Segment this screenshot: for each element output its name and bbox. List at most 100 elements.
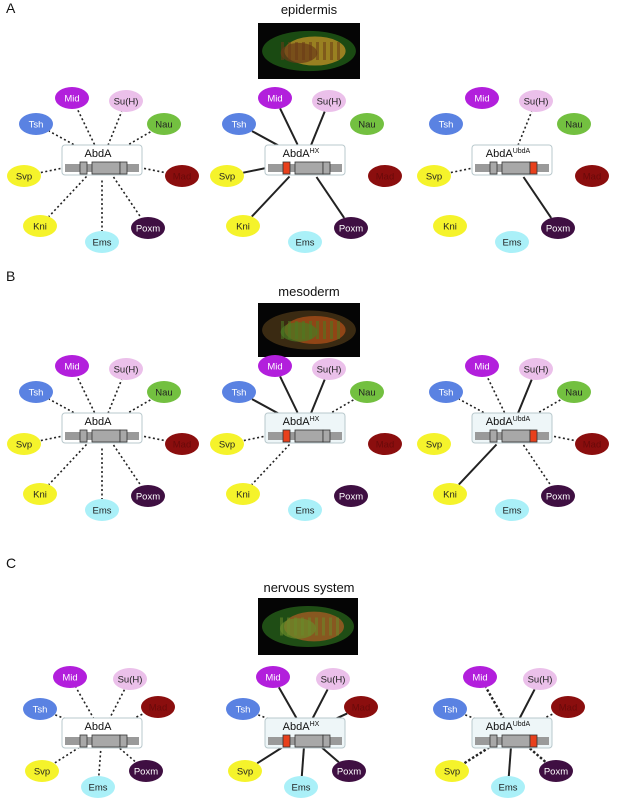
partner-svp: Svp: [417, 433, 451, 455]
abda-superscript: HX: [310, 416, 320, 423]
partner-label: Nau: [155, 120, 172, 131]
link-kni: [251, 175, 291, 218]
partner-suh: Su(H): [109, 358, 143, 380]
link-suh: [310, 379, 326, 414]
partner-label: Mad: [376, 440, 394, 451]
partner-label: Kni: [236, 222, 250, 233]
partner-mid: Mid: [465, 87, 499, 109]
partner-label: Tsh: [443, 705, 458, 716]
partner-nau: Nau: [147, 113, 181, 135]
partner-label: Poxm: [546, 224, 570, 235]
link-mid: [486, 376, 506, 413]
homeodomain: [294, 161, 324, 175]
partner-label: Nau: [565, 388, 582, 399]
partner-ems: Ems: [495, 499, 529, 521]
partner-ems: Ems: [81, 776, 115, 798]
partner-label: Mad: [583, 172, 601, 183]
abda-label: AbdA: [85, 148, 113, 160]
abda-node: AbdAUbdA: [471, 412, 553, 444]
partner-label: Su(H): [317, 365, 342, 376]
partner-poxm: Poxm: [131, 217, 165, 239]
abda-node: AbdA: [61, 144, 143, 176]
embryo-image: [258, 598, 358, 655]
link-mid: [278, 686, 298, 720]
partner-nau: Nau: [350, 381, 384, 403]
partner-ems: Ems: [495, 231, 529, 253]
link-mad: [121, 431, 166, 442]
partner-label: Poxm: [546, 492, 570, 503]
partner-mad: Mad: [575, 165, 609, 187]
embryo-image: [258, 303, 360, 357]
partner-mad: Mad: [551, 696, 585, 718]
partner-label: Tsh: [236, 705, 251, 716]
partner-label: Su(H): [118, 675, 143, 686]
ubda-motif: [322, 429, 331, 443]
partner-label: Su(H): [528, 675, 553, 686]
partner-mad: Mad: [141, 696, 175, 718]
partner-label: Tsh: [232, 388, 247, 399]
partner-svp: Svp: [417, 165, 451, 187]
partner-suh: Su(H): [312, 90, 346, 112]
partner-label: Svp: [444, 767, 460, 778]
link-nau: [320, 398, 355, 420]
partner-label: Mad: [173, 172, 191, 183]
partner-label: Kni: [443, 490, 457, 501]
partner-tsh: Tsh: [19, 381, 53, 403]
link-nau: [117, 130, 152, 152]
link-suh: [107, 111, 123, 146]
abda-superscript: HX: [310, 148, 320, 155]
partner-label: Ems: [93, 238, 112, 249]
partner-label: Nau: [358, 388, 375, 399]
link-suh: [518, 688, 536, 720]
partner-tsh: Tsh: [23, 698, 57, 720]
partner-label: Mid: [64, 94, 79, 105]
abda-superscript: UbdA: [513, 148, 531, 155]
partner-label: Mid: [474, 362, 489, 373]
link-mid: [279, 376, 299, 413]
partner-tsh: Tsh: [429, 113, 463, 135]
ubda-motif: [119, 734, 128, 748]
partner-label: Su(H): [524, 365, 549, 376]
partner-kni: Kni: [226, 215, 260, 237]
link-mid: [75, 686, 95, 720]
hx-motif: [79, 429, 88, 443]
partner-label: Su(H): [114, 97, 139, 108]
partner-ems: Ems: [284, 776, 318, 798]
partner-label: Mid: [474, 94, 489, 105]
partner-mad: Mad: [575, 433, 609, 455]
partner-mid: Mid: [55, 87, 89, 109]
partner-label: Mid: [267, 94, 282, 105]
partner-label: Svp: [16, 172, 32, 183]
hx-motif: [489, 429, 498, 443]
partner-suh: Su(H): [312, 358, 346, 380]
partner-label: Poxm: [337, 767, 361, 778]
partner-suh: Su(H): [519, 90, 553, 112]
partner-label: Su(H): [321, 675, 346, 686]
partner-poxm: Poxm: [539, 760, 573, 782]
hx-motif: [282, 734, 291, 748]
partner-label: Poxm: [134, 767, 158, 778]
partner-tsh: Tsh: [222, 381, 256, 403]
partner-mad: Mad: [368, 165, 402, 187]
partner-label: Ems: [503, 238, 522, 249]
partner-svp: Svp: [210, 165, 244, 187]
hx-motif: [79, 734, 88, 748]
partner-ems: Ems: [288, 499, 322, 521]
partner-label: Mid: [64, 362, 79, 373]
abda-node: AbdAUbdA: [471, 144, 553, 176]
partner-label: Tsh: [29, 388, 44, 399]
partner-label: Ems: [93, 506, 112, 517]
partner-label: Mad: [376, 172, 394, 183]
partner-suh: Su(H): [523, 668, 557, 690]
partner-mad: Mad: [368, 433, 402, 455]
partner-kni: Kni: [23, 483, 57, 505]
homeodomain: [91, 161, 121, 175]
partner-label: Su(H): [317, 97, 342, 108]
partner-nau: Nau: [557, 381, 591, 403]
link-ems: [300, 746, 305, 777]
partner-nau: Nau: [147, 381, 181, 403]
